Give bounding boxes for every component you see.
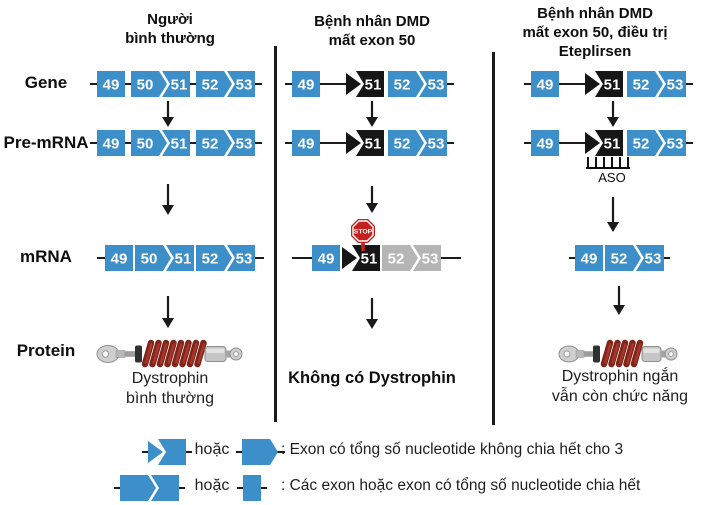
arrow-down-icon <box>159 184 177 215</box>
row-label-mrna: mRNA <box>20 247 72 266</box>
exon-strip-gene-normal: 49 50 51 52 53 <box>73 67 279 101</box>
legend-or-2: hoặc <box>194 477 230 494</box>
arrow-down-icon <box>159 296 177 328</box>
exon-strip-premrna-normal: 49 50 51 52 53 <box>73 126 279 160</box>
svg-text:53: 53 <box>667 77 684 94</box>
exon-strip-premrna-dmd: 49 51 52 53 <box>268 126 471 160</box>
svg-text:52: 52 <box>202 251 219 268</box>
svg-text:53: 53 <box>428 136 445 153</box>
svg-text:49: 49 <box>537 136 554 153</box>
svg-text:50: 50 <box>137 136 154 153</box>
row-label-gene: Gene <box>24 73 68 92</box>
svg-text:52: 52 <box>202 77 219 94</box>
caption-short-dystrophin: Dystrophin ngắn vẫn còn chức năng <box>551 368 689 405</box>
svg-text:51: 51 <box>604 77 621 94</box>
column-divider-left <box>274 46 277 422</box>
svg-text:49: 49 <box>298 136 315 153</box>
dystrophin-protein-short-icon <box>557 333 683 373</box>
aso-label: ASO <box>598 170 626 185</box>
svg-text:53: 53 <box>428 77 445 94</box>
svg-text:52: 52 <box>202 136 219 153</box>
exon-strip-premrna-eteplirsen: 49 51 52 53 <box>507 126 704 160</box>
legend-line-2: : Các exon hoặc exon có tổng số nucleoti… <box>281 477 641 494</box>
svg-text:51: 51 <box>171 77 188 94</box>
exon-strip-mrna-dmd: 49 51 52 53 <box>288 241 465 275</box>
svg-text:52: 52 <box>394 77 411 94</box>
arrow-down-icon <box>604 101 622 127</box>
svg-text:53: 53 <box>236 77 253 94</box>
svg-text:53: 53 <box>645 251 662 268</box>
arrow-down-icon <box>363 186 381 213</box>
column-header-normal: Người bình thường <box>125 11 215 47</box>
exon-strip-mrna-eteplirsen: 49 52 53 <box>551 241 688 275</box>
column-header-dmd: Bệnh nhân DMD mất exon 50 <box>314 13 430 49</box>
arrow-down-icon <box>159 101 177 127</box>
svg-text:51: 51 <box>365 77 382 94</box>
svg-text:49: 49 <box>581 251 598 268</box>
svg-text:49: 49 <box>103 77 120 94</box>
svg-text:51: 51 <box>361 251 378 268</box>
svg-text:53: 53 <box>236 136 253 153</box>
row-label-pre-mrna: Pre-mRNA <box>3 133 89 152</box>
column-header-eteplirsen: Bệnh nhân DMD mất exon 50, điều trị Etep… <box>522 5 668 60</box>
legend-or-1: hoặc <box>194 441 230 458</box>
dystrophin-protein-normal-icon <box>95 333 245 373</box>
svg-text:52: 52 <box>633 77 650 94</box>
svg-text:52: 52 <box>394 136 411 153</box>
aso-oligo-icon <box>584 156 632 171</box>
svg-text:52: 52 <box>388 251 405 268</box>
legend-shape-joined-exons <box>96 471 203 505</box>
svg-text:52: 52 <box>633 136 650 153</box>
svg-text:53: 53 <box>667 136 684 153</box>
legend-shape-notched-exon <box>124 435 210 469</box>
column-divider-right <box>492 52 495 425</box>
spring-coil <box>600 339 644 368</box>
svg-text:50: 50 <box>137 77 154 94</box>
exon-strip-mrna-normal: 49 50 51 52 53 <box>81 241 279 275</box>
svg-text:51: 51 <box>365 136 382 153</box>
svg-text:49: 49 <box>111 251 128 268</box>
svg-text:49: 49 <box>537 77 554 94</box>
svg-text:53: 53 <box>236 251 253 268</box>
svg-text:49: 49 <box>103 136 120 153</box>
arrow-down-icon <box>604 197 622 232</box>
caption-normal-dystrophin: Dystrophin bình thường <box>126 370 214 407</box>
svg-text:STOP: STOP <box>354 229 373 236</box>
svg-text:49: 49 <box>318 251 335 268</box>
legend-shape-arrow-exon <box>218 435 307 469</box>
caption-no-dystrophin: Không có Dystrophin <box>288 369 456 387</box>
svg-text:49: 49 <box>298 77 315 94</box>
spring-coil <box>141 339 207 368</box>
row-label-protein: Protein <box>16 341 76 360</box>
arrow-down-icon <box>363 101 381 127</box>
svg-text:52: 52 <box>611 251 628 268</box>
svg-text:53: 53 <box>422 251 439 268</box>
svg-text:51: 51 <box>175 251 192 268</box>
arrow-down-icon <box>610 286 628 315</box>
exon-strip-gene-dmd: 49 51 52 53 <box>268 67 471 101</box>
svg-text:51: 51 <box>171 136 188 153</box>
exon-strip-gene-eteplirsen: 49 51 52 53 <box>507 67 704 101</box>
stop-sign-icon: STOP <box>346 215 380 251</box>
arrow-down-icon <box>363 298 381 329</box>
svg-text:51: 51 <box>604 136 621 153</box>
svg-text:50: 50 <box>141 251 158 268</box>
legend-line-1: : Exon có tổng số nucleotide không chia … <box>281 441 624 458</box>
legend-shape-square-exon <box>219 471 285 505</box>
